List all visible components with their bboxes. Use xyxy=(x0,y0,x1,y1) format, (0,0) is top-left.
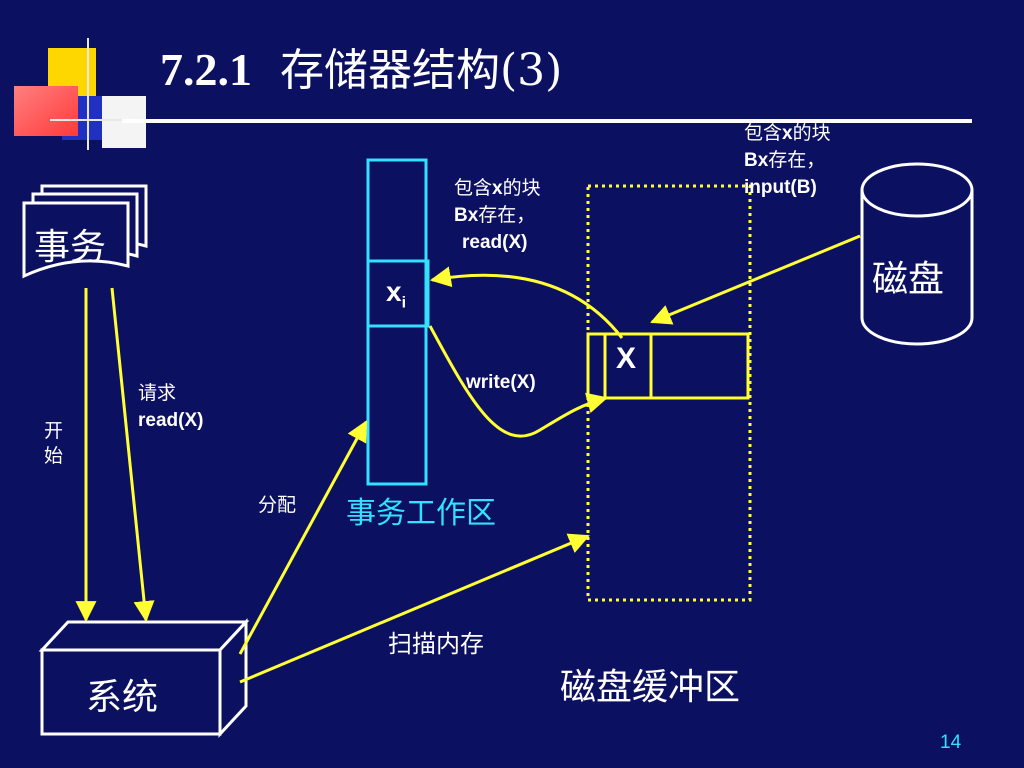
title-decoration-icon xyxy=(14,38,150,150)
scan-memory-arrow xyxy=(239,533,590,684)
request-label: 请求 read(X) xyxy=(138,380,203,434)
work-area-label: 事务工作区 xyxy=(346,496,496,531)
write-label: write(X) xyxy=(466,372,536,393)
system-box-icon xyxy=(38,618,250,738)
read-note-line3: read(X) xyxy=(462,232,528,253)
disk-cylinder-icon xyxy=(860,162,974,346)
request-label-line1: 请求 xyxy=(138,383,177,404)
request-label-line2: read(X) xyxy=(138,410,204,431)
input-arrow xyxy=(650,234,861,325)
transaction-document-icon xyxy=(22,184,148,279)
system-label: 系统 xyxy=(86,677,159,718)
allocate-arrow xyxy=(238,420,368,655)
read-note: 包含x的块 Bx存在， read(X) xyxy=(454,175,541,256)
scan-memory-label: 扫描内存 xyxy=(388,631,484,658)
input-note-line1: 包含x的块 xyxy=(744,123,831,144)
start-label: 开始 xyxy=(44,421,64,467)
request-arrow xyxy=(110,287,155,623)
buffer-x-cell xyxy=(603,332,653,400)
buffer-x-label: X xyxy=(616,342,637,375)
input-note-line3: input(B) xyxy=(744,177,817,198)
xi-main: x xyxy=(386,276,402,307)
read-note-line2: Bx存在， xyxy=(454,205,536,226)
input-note-line2: Bx存在， xyxy=(744,150,826,171)
read-arrow xyxy=(429,266,624,339)
buffer-block xyxy=(586,332,750,400)
transaction-label: 事务 xyxy=(34,227,107,268)
title-underline xyxy=(122,119,972,123)
page-title: 7.2.1 存储器结构(3) xyxy=(160,34,562,98)
read-note-line1: 包含x的块 xyxy=(454,178,541,199)
disk-label: 磁盘 xyxy=(872,259,945,300)
title-number: 7.2.1 xyxy=(160,44,252,95)
allocate-label: 分配 xyxy=(258,495,297,516)
title-text: 存储器结构(3) xyxy=(280,45,563,96)
xi-label: xi xyxy=(386,276,406,313)
disk-buffer-label: 磁盘缓冲区 xyxy=(560,667,741,708)
input-note: 包含x的块 Bx存在， input(B) xyxy=(744,120,831,201)
work-area-box xyxy=(366,158,428,486)
xi-subscript: i xyxy=(401,294,407,312)
page-number: 14 xyxy=(940,732,962,753)
write-arrow xyxy=(428,325,609,438)
xi-cell xyxy=(366,259,430,328)
